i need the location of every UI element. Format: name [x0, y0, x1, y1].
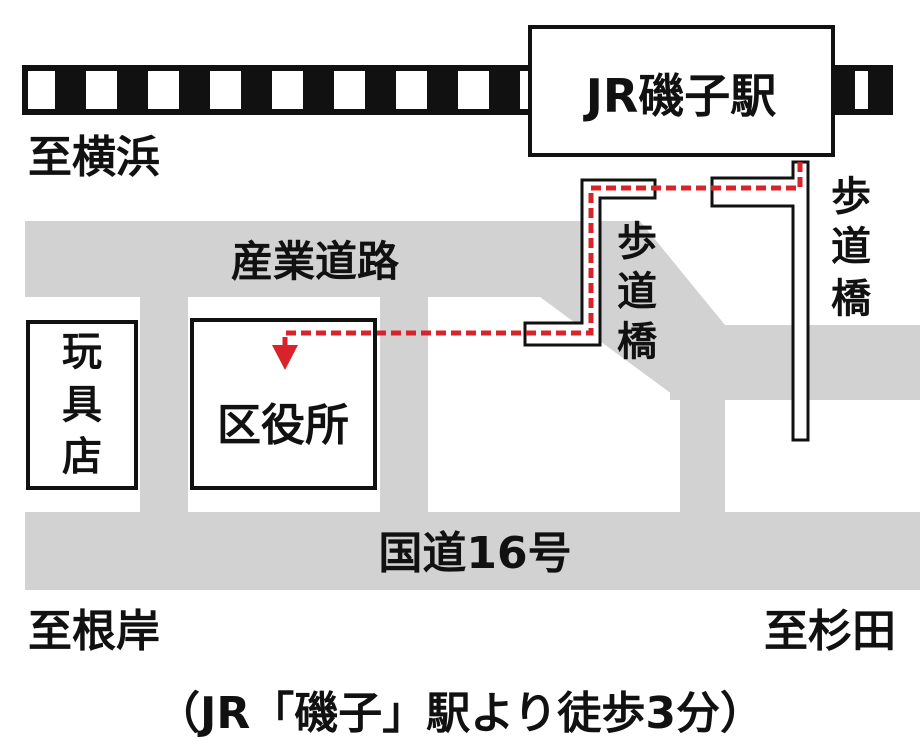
- route16-road: [25, 512, 920, 590]
- bridge-left-char-1: 歩: [617, 219, 657, 265]
- cross-street-3: [680, 400, 725, 512]
- bridge-right-char-3: 橋: [831, 276, 871, 322]
- rail-tie: [427, 68, 458, 112]
- bridge-right-char-2: 道: [831, 224, 871, 270]
- rail-tie: [55, 68, 86, 112]
- station-box: JR磯子駅: [528, 25, 835, 157]
- cross-street-1: [140, 297, 188, 512]
- pedestrian-bridge-right: [710, 160, 810, 442]
- industrial-road: [25, 221, 555, 297]
- bridge-left-char-3: 橋: [617, 319, 657, 365]
- direction-yokohama: 至横浜: [28, 132, 160, 183]
- direction-negishi: 至根岸: [28, 606, 160, 657]
- rail-tie: [365, 68, 396, 112]
- bridge-right-char-1: 歩: [831, 174, 871, 220]
- toy-store-char-3: 店: [62, 434, 102, 480]
- ward-office-label: 区役所: [217, 400, 349, 451]
- rail-tie: [179, 68, 210, 112]
- toy-store: 玩 具 店: [26, 320, 138, 490]
- ward-office: 区役所: [190, 318, 377, 490]
- industrial-road-label: 産業道路: [231, 237, 400, 286]
- direction-sugita: 至杉田: [764, 606, 896, 657]
- access-caption: （JR「磯子」駅より徒歩3分）: [156, 688, 764, 739]
- red-down-arrow-icon: [272, 345, 298, 370]
- toy-store-char-1: 玩: [62, 329, 102, 375]
- rail-tie: [489, 68, 520, 112]
- rail-tie: [833, 68, 855, 112]
- toy-store-char-2: 具: [62, 382, 102, 428]
- walking-route: [282, 162, 803, 345]
- rail-tie: [241, 68, 272, 112]
- route-path: [282, 162, 803, 345]
- rail-tie: [868, 68, 890, 112]
- route16-label: 国道16号: [378, 528, 571, 579]
- rail-tie: [303, 68, 334, 112]
- station-label: JR磯子駅: [583, 69, 777, 123]
- bridge-left-char-2: 道: [617, 269, 657, 315]
- rail-tie: [117, 68, 148, 112]
- cross-street-2: [380, 297, 428, 512]
